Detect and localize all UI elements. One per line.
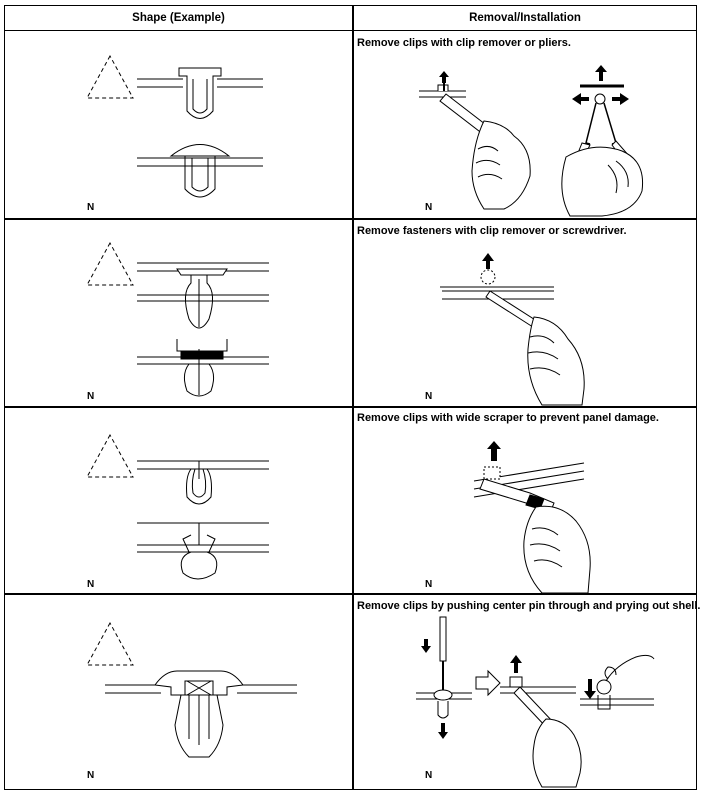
up-arrow-icon <box>439 71 449 83</box>
header-removal: Removal/Installation <box>469 12 581 24</box>
column-divider <box>352 6 354 789</box>
row-4-removal-illustration <box>354 595 696 791</box>
row-4-note-right: N <box>425 770 433 781</box>
up-arrow-icon <box>595 65 607 81</box>
row-3-removal-illustration <box>354 441 696 595</box>
row-3-note-right: N <box>425 579 433 590</box>
push-arrow-icon <box>572 93 589 105</box>
push-arrow-icon <box>612 93 629 105</box>
row-divider <box>5 218 696 220</box>
caution-triangle-icon <box>87 623 133 665</box>
down-arrow-icon <box>584 679 596 699</box>
clip-icon <box>137 145 263 198</box>
row-2-note: N <box>87 391 95 402</box>
row-3-instruction: Remove clips with wide scraper to preven… <box>357 412 659 424</box>
header-shape: Shape (Example) <box>132 12 225 24</box>
row-3-clip-shapes <box>5 407 352 595</box>
push-arrow-icon <box>476 671 500 695</box>
caution-triangle-icon <box>87 435 133 477</box>
row-2-instruction: Remove fasteners with clip remover or sc… <box>357 225 627 237</box>
clip-icon <box>137 461 269 504</box>
hand-tool-icon <box>586 103 616 144</box>
row-1-note: N <box>87 202 95 213</box>
row-4-instruction: Remove clips by pushing center pin throu… <box>357 600 701 612</box>
row-1-note-right: N <box>425 202 433 213</box>
row-1-instruction: Remove clips with clip remover or pliers… <box>357 37 571 49</box>
clip-icon <box>137 68 263 119</box>
up-arrow-icon <box>487 441 501 461</box>
row-1-removal-illustration <box>354 65 696 219</box>
row-divider <box>5 406 696 408</box>
table-header: Shape (Example) Removal/Installation <box>5 6 696 31</box>
clip-icon <box>137 339 269 396</box>
caution-triangle-icon <box>87 56 133 98</box>
row-2-note-right: N <box>425 391 433 402</box>
row-2-fastener-shapes <box>5 219 352 407</box>
down-arrow-icon <box>421 639 431 653</box>
down-arrow-icon <box>438 723 448 739</box>
up-arrow-icon <box>482 253 494 269</box>
up-arrow-icon <box>510 655 522 673</box>
caution-triangle-icon <box>87 243 133 285</box>
row-1-clip-shapes <box>5 31 352 219</box>
row-4-clip-shapes <box>5 595 352 791</box>
row-4-note: N <box>87 770 95 781</box>
row-3-note: N <box>87 579 95 590</box>
row-2-removal-illustration <box>354 253 696 407</box>
hand-tool-icon <box>440 617 446 661</box>
clip-icon <box>105 671 297 757</box>
clip-icon <box>137 523 269 579</box>
row-divider <box>5 593 696 595</box>
clip-reference-table: Shape (Example) Removal/Installation Rem… <box>4 5 701 791</box>
clip-icon <box>137 263 269 328</box>
